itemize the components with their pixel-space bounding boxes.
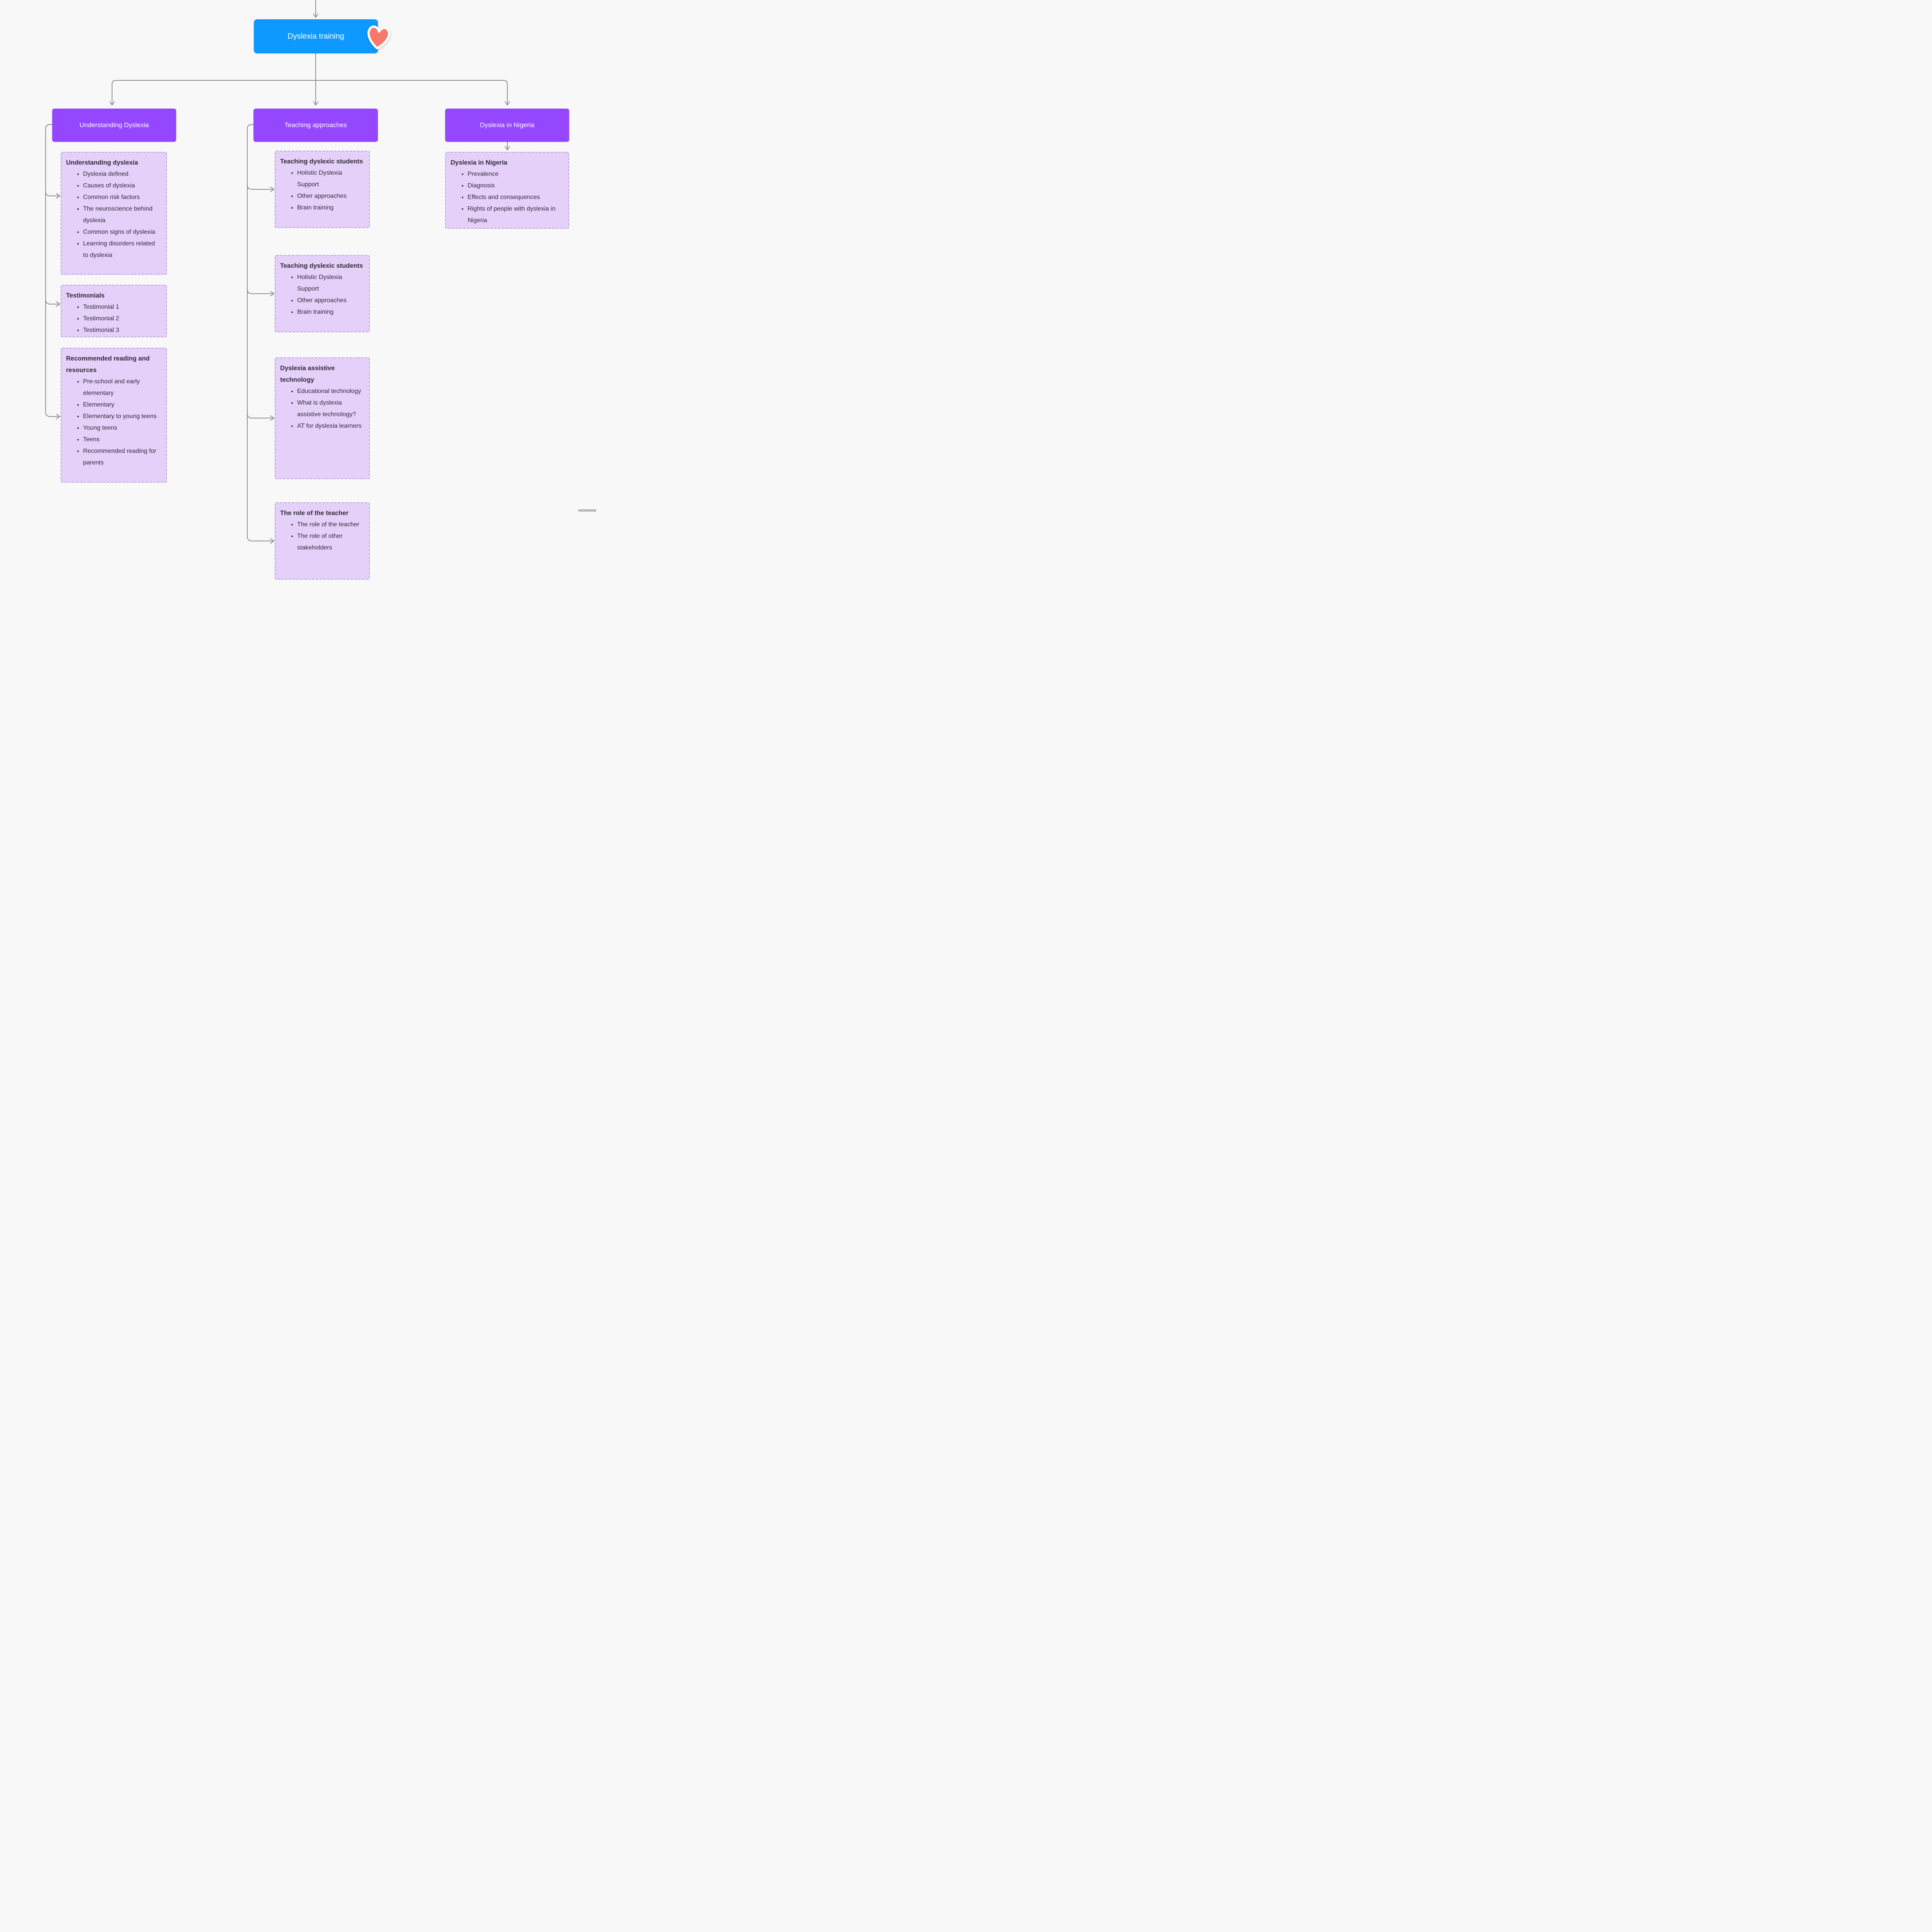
- bullet-item: Elementary: [83, 399, 162, 411]
- bullet-item: Pre-school and early elementary: [83, 376, 162, 399]
- branch-header-teaching-approaches[interactable]: Teaching approaches: [253, 109, 378, 142]
- bullet-item: Elementary to young teens: [83, 411, 162, 422]
- node-title: Dyslexia assistive technology: [280, 365, 335, 383]
- bullet-list: PrevalenceDiagnosisEffects and consequen…: [451, 168, 564, 226]
- bullet-item: The role of other stakeholders: [297, 531, 364, 554]
- child-node-assistive-technology[interactable]: Dyslexia assistive technology Educationa…: [275, 357, 370, 479]
- node-title: Recommended reading and resources: [66, 355, 150, 374]
- whiteboard-canvas: Dyslexia training Understanding Dyslexia…: [0, 0, 596, 603]
- bullet-item: Testimonial 2: [83, 313, 162, 325]
- heart-icon[interactable]: [364, 22, 393, 52]
- root-node-label: Dyslexia training: [287, 32, 344, 41]
- bullet-list: Holistic Dyslexia SupportOther approache…: [280, 167, 364, 214]
- bullet-item: Prevalence: [468, 168, 564, 180]
- bullet-item: Teens: [83, 434, 162, 446]
- bullet-item: Other approaches: [297, 295, 364, 306]
- branch-header-dyslexia-in-nigeria[interactable]: Dyslexia in Nigeria: [445, 109, 569, 142]
- child-node-teaching-dyslexic-students-1[interactable]: Teaching dyslexic students Holistic Dysl…: [275, 151, 370, 228]
- node-title: Dyslexia in Nigeria: [451, 159, 507, 166]
- bullet-item: The role of the teacher: [297, 519, 364, 531]
- bullet-item: AT for dyslexia learners: [297, 420, 364, 432]
- bullet-item: Rights of people with dyslexia in Nigeri…: [468, 203, 564, 226]
- bullet-item: Common signs of dyslexia: [83, 226, 162, 238]
- bullet-item: The neuroscience behind dyslexia: [83, 203, 162, 226]
- child-node-role-of-teacher[interactable]: The role of the teacher The role of the …: [275, 502, 370, 580]
- bullet-list: Pre-school and early elementaryElementar…: [66, 376, 162, 469]
- bullet-item: Recommended reading for parents: [83, 446, 162, 469]
- bullet-list: Testimonial 1Testimonial 2Testimonial 3: [66, 301, 162, 336]
- node-title: Teaching dyslexic students: [280, 262, 363, 269]
- bullet-item: Testimonial 3: [83, 325, 162, 336]
- bullet-item: Holistic Dyslexia Support: [297, 272, 364, 295]
- node-title: Teaching dyslexic students: [280, 158, 363, 165]
- bullet-list: The role of the teacherThe role of other…: [280, 519, 364, 554]
- bullet-item: Young teens: [83, 422, 162, 434]
- bullet-item: Other approaches: [297, 190, 364, 202]
- bullet-item: Diagnosis: [468, 180, 564, 192]
- bullet-item: Brain training: [297, 306, 364, 318]
- child-node-testimonials[interactable]: Testimonials Testimonial 1Testimonial 2T…: [61, 285, 167, 337]
- bullet-item: Learning disorders related to dyslexia: [83, 238, 162, 261]
- branch-header-label: Understanding Dyslexia: [79, 121, 149, 129]
- horizontal-scrollbar-fragment[interactable]: [578, 509, 596, 512]
- bullet-item: Educational technology: [297, 386, 364, 397]
- root-node[interactable]: Dyslexia training: [254, 19, 378, 53]
- child-node-teaching-dyslexic-students-2[interactable]: Teaching dyslexic students Holistic Dysl…: [275, 255, 370, 332]
- bullet-item: Brain training: [297, 202, 364, 214]
- bullet-list: Dyslexia definedCauses of dyslexiaCommon…: [66, 168, 162, 261]
- node-title: Understanding dyslexia: [66, 159, 138, 166]
- child-node-dyslexia-in-nigeria[interactable]: Dyslexia in Nigeria PrevalenceDiagnosisE…: [445, 152, 569, 229]
- bullet-item: Holistic Dyslexia Support: [297, 167, 364, 190]
- bullet-list: Holistic Dyslexia SupportOther approache…: [280, 272, 364, 318]
- bullet-item: Testimonial 1: [83, 301, 162, 313]
- bullet-item: Dyslexia defined: [83, 168, 162, 180]
- node-title: Testimonials: [66, 292, 105, 299]
- bullet-item: Effects and consequences: [468, 192, 564, 203]
- bullet-item: What is dyslexia assistive technology?: [297, 397, 364, 420]
- child-node-recommended-reading[interactable]: Recommended reading and resources Pre-sc…: [61, 348, 167, 483]
- child-node-understanding-dyslexia[interactable]: Understanding dyslexia Dyslexia definedC…: [61, 152, 167, 275]
- node-title: The role of the teacher: [280, 510, 349, 517]
- bullet-list: Educational technologyWhat is dyslexia a…: [280, 386, 364, 432]
- branch-header-understanding-dyslexia[interactable]: Understanding Dyslexia: [52, 109, 176, 142]
- branch-header-label: Dyslexia in Nigeria: [480, 121, 534, 129]
- branch-header-label: Teaching approaches: [284, 121, 347, 129]
- bullet-item: Causes of dyslexia: [83, 180, 162, 192]
- bullet-item: Common risk factors: [83, 192, 162, 203]
